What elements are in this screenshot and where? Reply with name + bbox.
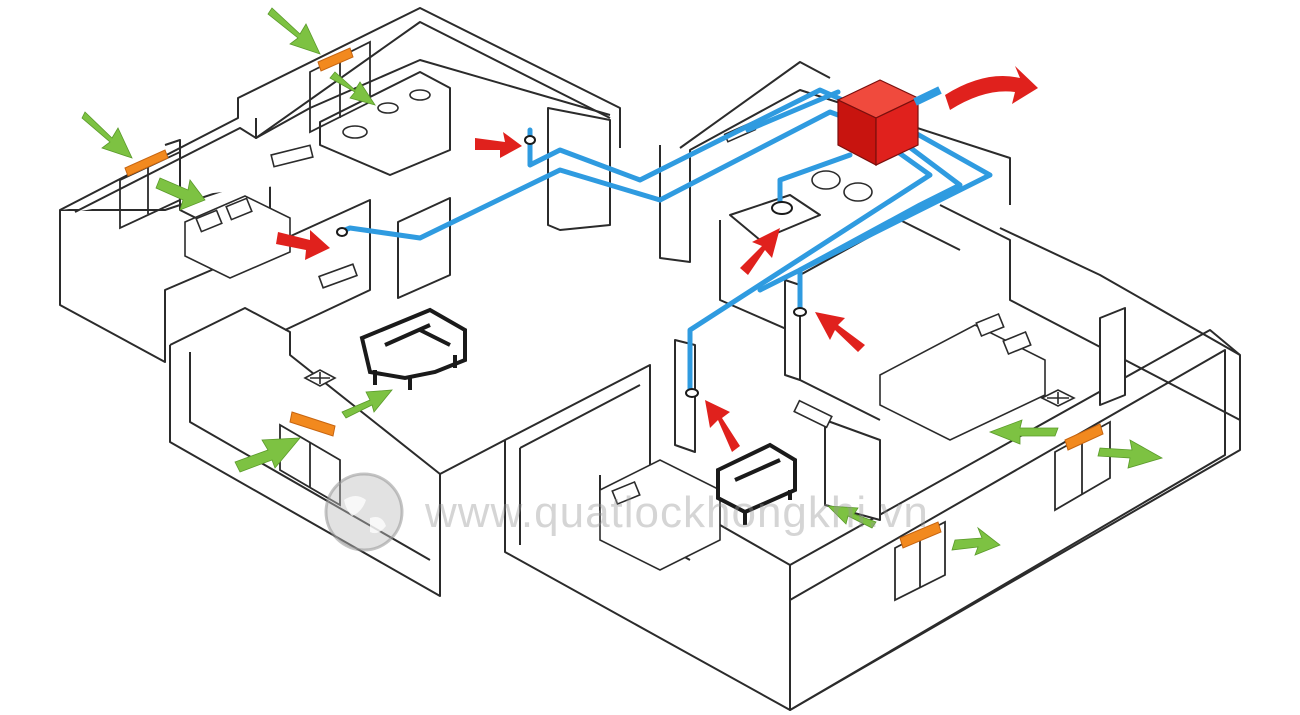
exhaust-arrow-icon bbox=[740, 228, 780, 275]
watermark-text: www.quatlockhongkhi.vn bbox=[425, 488, 929, 537]
furniture bbox=[184, 89, 1046, 571]
partition-column-mid bbox=[547, 107, 611, 231]
fresh-air-arrow-icon bbox=[341, 389, 393, 419]
partition-hall-wall bbox=[397, 197, 451, 299]
duct-top-right bbox=[745, 89, 841, 133]
window-vent-icon bbox=[289, 411, 336, 437]
ventilation-box-icon bbox=[836, 79, 942, 166]
ac-unit-left-top bbox=[270, 144, 314, 168]
building-walls bbox=[59, 7, 1241, 711]
fresh-air-arrow-icon bbox=[234, 437, 301, 473]
kitchen-sink-3 bbox=[409, 89, 431, 101]
exhaust-arrow-icon bbox=[276, 230, 330, 260]
ceiling-grille-icon bbox=[303, 369, 1076, 407]
duct-right-2 bbox=[687, 147, 933, 393]
exhaust-arrow-icon bbox=[815, 312, 865, 352]
window-vent-icon bbox=[1064, 423, 1104, 451]
front-left-wall-inner bbox=[189, 352, 431, 561]
sofa-left bbox=[359, 307, 467, 390]
fresh-air-arrow-icon bbox=[826, 505, 877, 529]
toilet-1 bbox=[811, 170, 841, 190]
window-vent-icon bbox=[317, 47, 354, 72]
window-vent-icon bbox=[124, 149, 169, 177]
duct-right-3 bbox=[757, 127, 993, 293]
partition-front-right bbox=[824, 419, 881, 521]
duct-outlets bbox=[336, 135, 807, 398]
window-vents bbox=[124, 47, 1104, 549]
pillow-front bbox=[611, 480, 641, 506]
pillow-right-1 bbox=[975, 312, 1005, 338]
fresh-air-arrow-icon bbox=[988, 419, 1059, 445]
bathroom-counter bbox=[729, 194, 821, 241]
top-right-room bbox=[659, 89, 1011, 263]
pillow-left-2 bbox=[225, 197, 253, 221]
exhaust-arrow-icon bbox=[475, 132, 522, 158]
pillow-left-1 bbox=[195, 209, 223, 233]
partition-far-right bbox=[1099, 307, 1126, 406]
duct-main-left-2 bbox=[337, 109, 868, 241]
exhaust-arrows bbox=[276, 66, 1038, 452]
window-vent-icon bbox=[899, 521, 942, 549]
fresh-air-arrow-icon bbox=[81, 111, 133, 159]
globe-logo-icon bbox=[324, 472, 404, 552]
ac-unit-front-right bbox=[793, 399, 833, 429]
kitchen-sink-1 bbox=[342, 125, 368, 139]
exhaust-arrow-icon bbox=[705, 400, 740, 452]
duct-main-left bbox=[527, 87, 868, 183]
front-left-wall-top bbox=[169, 307, 441, 475]
fresh-air-arrows bbox=[81, 7, 1164, 556]
duct-bath bbox=[777, 152, 853, 208]
partition-right-column bbox=[784, 279, 801, 381]
fresh-air-arrow-icon bbox=[1097, 439, 1164, 469]
fresh-air-arrow-icon bbox=[267, 7, 321, 55]
duct-network bbox=[337, 87, 993, 393]
duct-right-1 bbox=[797, 137, 963, 313]
kitchen-sink-2 bbox=[377, 102, 399, 114]
sofa-front bbox=[716, 442, 797, 525]
top-right-room-inner bbox=[679, 61, 831, 149]
pillow-right-2 bbox=[1002, 330, 1032, 356]
fresh-air-arrow-icon bbox=[951, 526, 1001, 556]
right-block-top bbox=[789, 329, 1241, 600]
fresh-air-arrow-icon bbox=[155, 177, 206, 211]
exhaust-arrow-icon bbox=[945, 66, 1038, 110]
toilet-2 bbox=[843, 182, 873, 202]
fresh-air-arrow-icon bbox=[329, 71, 376, 106]
bed-right bbox=[879, 324, 1046, 441]
ac-unit-left-mid bbox=[318, 263, 358, 289]
